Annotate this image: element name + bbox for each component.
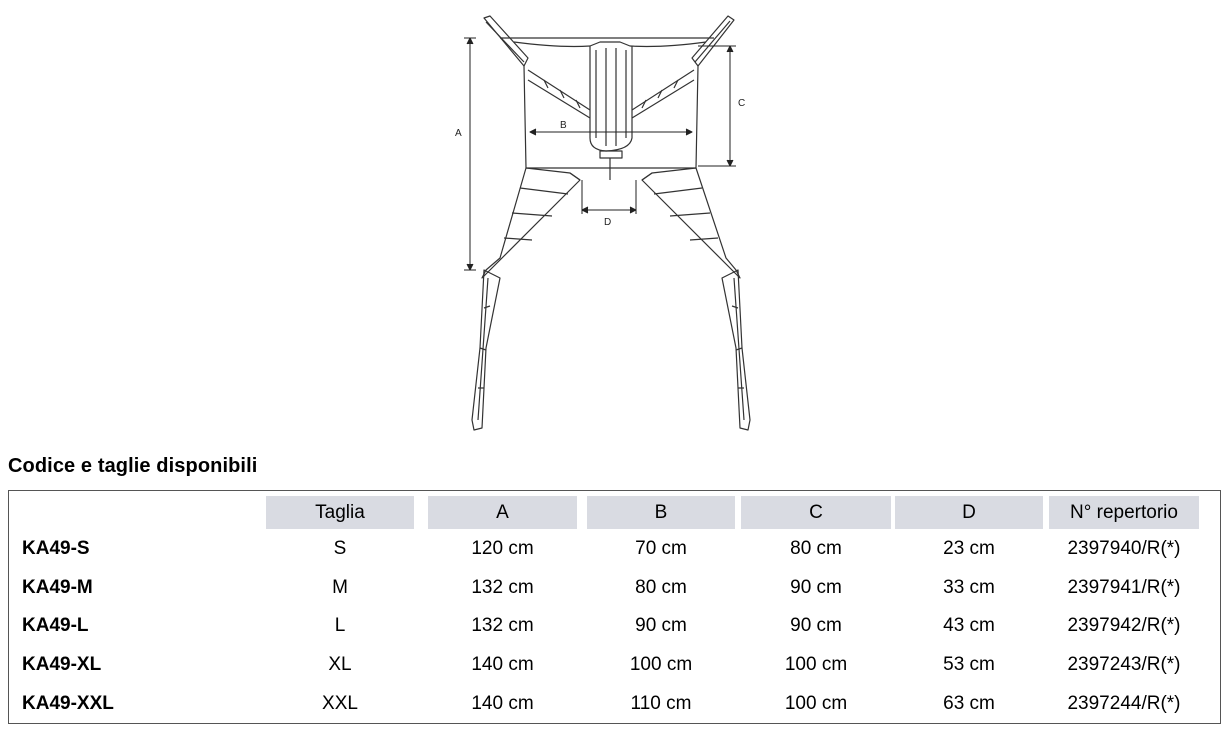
row-d: 23 cm [943, 538, 995, 559]
sizes-table: Taglia A B C D N° repertorio KA49-S S 12… [8, 490, 1221, 724]
row-repertorio: 2397244/R(*) [1067, 693, 1181, 714]
row-a: 132 cm [471, 577, 534, 598]
header-d: D [895, 496, 1043, 529]
row-b: 100 cm [629, 654, 693, 675]
dimension-a-line [464, 37, 476, 271]
row-size: S [333, 538, 347, 559]
row-b: 90 cm [635, 615, 687, 636]
row-a: 140 cm [471, 693, 534, 714]
row-c: 100 cm [784, 654, 848, 675]
row-size: XXL [322, 693, 358, 714]
row-code: KA49-M [22, 577, 93, 598]
row-repertorio: 2397942/R(*) [1067, 615, 1181, 636]
row-code: KA49-XXL [22, 693, 114, 714]
row-code: KA49-L [22, 615, 89, 636]
row-d: 53 cm [943, 654, 995, 675]
row-d: 63 cm [943, 693, 995, 714]
header-b: B [587, 496, 735, 529]
row-size: L [334, 615, 346, 636]
sling-diagram: A C B D [440, 8, 780, 438]
left-leg-strap [471, 269, 501, 431]
dimension-a-label: A [455, 128, 462, 139]
left-leg-piece [481, 167, 581, 279]
row-code: KA49-S [22, 538, 90, 559]
right-leg-strap [721, 269, 751, 431]
row-code: KA49-XL [22, 654, 102, 675]
row-c: 90 cm [790, 615, 842, 636]
row-d: 43 cm [943, 615, 995, 636]
row-a: 120 cm [471, 538, 534, 559]
dimension-c-label: C [738, 98, 745, 109]
table-row: KA49-XXL XXL 140 cm 110 cm 100 cm 63 cm … [9, 685, 1220, 723]
row-c: 100 cm [784, 693, 848, 714]
header-repertorio: N° repertorio [1049, 496, 1199, 529]
row-a: 140 cm [471, 654, 534, 675]
table-row: KA49-XL XL 140 cm 100 cm 100 cm 53 cm 23… [9, 646, 1220, 684]
row-size: XL [328, 654, 352, 675]
header-c: C [741, 496, 891, 529]
dimension-b-label: B [560, 120, 567, 131]
table-row: KA49-L L 132 cm 90 cm 90 cm 43 cm 239794… [9, 607, 1220, 645]
row-b: 80 cm [635, 577, 687, 598]
header-a: A [428, 496, 577, 529]
row-size: M [332, 577, 348, 598]
header-taglia: Taglia [266, 496, 414, 529]
table-row: KA49-M M 132 cm 80 cm 90 cm 33 cm 239794… [9, 569, 1220, 607]
right-leg-piece [641, 167, 741, 279]
row-c: 80 cm [790, 538, 842, 559]
row-b: 70 cm [635, 538, 687, 559]
sling-back [523, 65, 699, 169]
row-a: 132 cm [471, 615, 534, 636]
row-b: 110 cm [630, 693, 692, 714]
row-repertorio: 2397243/R(*) [1067, 654, 1181, 675]
dimension-c-line [698, 45, 736, 167]
row-repertorio: 2397940/R(*) [1067, 538, 1181, 559]
section-title: Codice e taglie disponibili [8, 455, 258, 477]
left-top-strap [483, 15, 529, 67]
table-row: KA49-S S 120 cm 70 cm 80 cm 23 cm 239794… [9, 530, 1220, 568]
row-repertorio: 2397941/R(*) [1067, 577, 1181, 598]
dimension-d-line [581, 180, 637, 214]
row-c: 90 cm [790, 577, 842, 598]
dimension-d-label: D [604, 217, 611, 228]
row-d: 33 cm [943, 577, 995, 598]
